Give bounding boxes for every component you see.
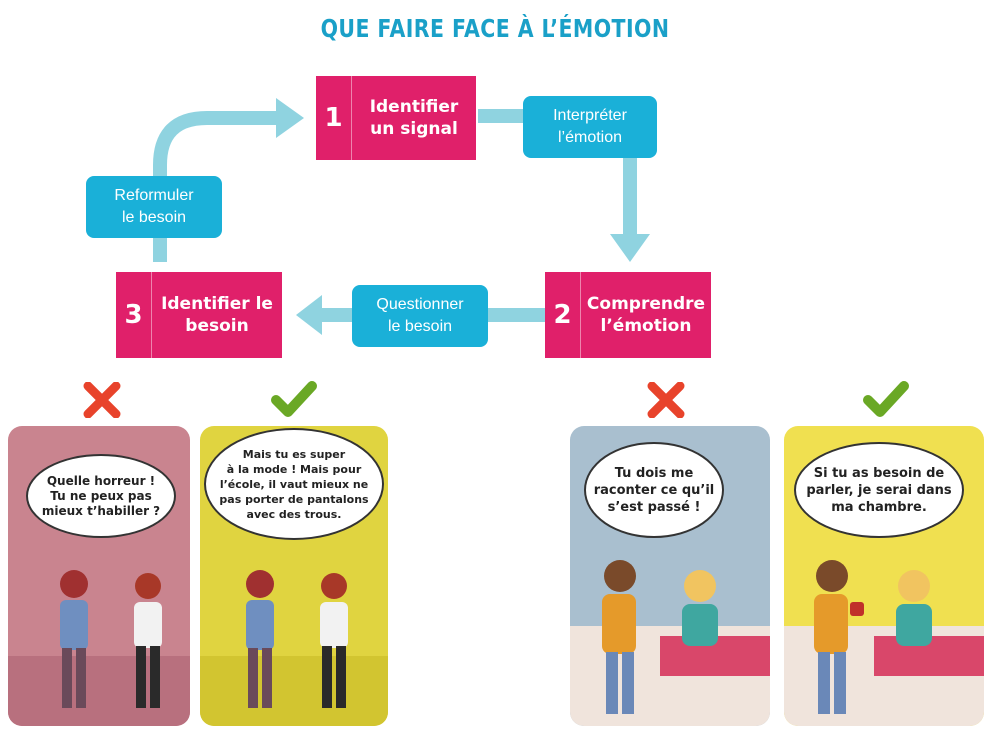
step-1-box: 1 Identifier un signal	[316, 76, 476, 160]
comic-panel-1: Quelle horreur ! Tu ne peux pas mieux t’…	[8, 426, 190, 726]
speech-bubble-4: Si tu as besoin de parler, je serai dans…	[794, 442, 964, 538]
check-icon-1	[271, 381, 317, 417]
cross-icon-2	[647, 382, 685, 418]
comic-panel-3: Tu dois me raconter ce qu’il s’est passé…	[570, 426, 770, 726]
speech-bubble-3: Tu dois me raconter ce qu’il s’est passé…	[584, 442, 724, 538]
illustration-bedroom-talk-2	[784, 560, 984, 726]
arrowhead-right	[276, 98, 304, 138]
arrowhead-down	[610, 234, 650, 262]
step-1-label: Identifier un signal	[369, 97, 459, 139]
step-1-number: 1	[316, 76, 352, 160]
action-question-need: Questionner le besoin	[352, 285, 488, 347]
comic-panel-2: Mais tu es super à la mode ! Mais pour l…	[200, 426, 388, 726]
illustration-teen-outfit-1	[8, 570, 190, 726]
speech-bubble-2: Mais tu es super à la mode ! Mais pour l…	[204, 428, 384, 540]
page-title: QUE FAIRE FACE À L’ÉMOTION	[320, 14, 670, 43]
comic-panel-4: Si tu as besoin de parler, je serai dans…	[784, 426, 984, 726]
step-3-label: Identifier le besoin	[161, 294, 273, 336]
step-2-number: 2	[545, 272, 581, 358]
arrow-step3-to-step1	[153, 111, 280, 262]
speech-bubble-1: Quelle horreur ! Tu ne peux pas mieux t’…	[26, 454, 176, 538]
arrowhead-left	[296, 295, 322, 335]
check-icon-2	[863, 381, 909, 417]
action-reformulate-need: Reformuler le besoin	[86, 176, 222, 238]
action-interpret-emotion: Interpréter l’émotion	[523, 96, 657, 158]
step-2-box: 2 Comprendre l’émotion	[545, 272, 711, 358]
step-3-number: 3	[116, 272, 152, 358]
step-3-box: 3 Identifier le besoin	[116, 272, 282, 358]
cross-icon-1	[83, 382, 121, 418]
illustration-teen-outfit-2	[200, 570, 388, 726]
step-2-label: Comprendre l’émotion	[586, 294, 706, 336]
illustration-bedroom-talk-1	[570, 560, 770, 726]
